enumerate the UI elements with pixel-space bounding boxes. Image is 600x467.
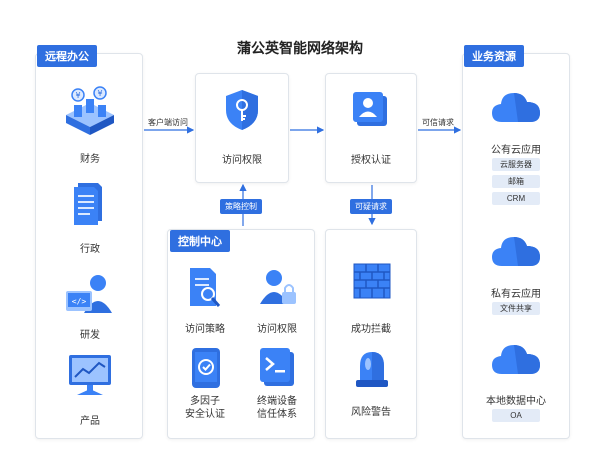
remote-item-label-admin: 行政	[80, 244, 100, 255]
developer-icon: </>	[66, 275, 112, 313]
edge-label-client-access: 客户端访问	[148, 118, 188, 127]
access-node-label: 访问权限	[222, 155, 262, 166]
business-tag: 业务资源	[464, 45, 524, 67]
cloud-icon	[492, 345, 540, 374]
business-label-public-cloud: 公有云应用	[491, 145, 541, 156]
control-item-label-access: 访问权限	[257, 324, 297, 335]
terminal-label-line2: 信任体系	[257, 409, 297, 420]
alarm-light-icon	[356, 352, 388, 387]
pill-mailbox: 邮箱	[492, 175, 540, 188]
business-label-local-dc: 本地数据中心	[486, 396, 546, 407]
monitor-chart-icon	[69, 355, 111, 395]
svg-text:</>: </>	[72, 297, 87, 306]
terminal-icon	[260, 348, 294, 386]
control-item-label-policy: 访问策略	[185, 324, 225, 335]
remote-item-label-rd: 研发	[80, 330, 100, 341]
edge-label-suspicious-request: 可疑请求	[350, 199, 392, 214]
finance-server-icon: ¥ ¥	[66, 86, 114, 135]
pill-crm: CRM	[492, 192, 540, 205]
cloud-icon	[492, 93, 540, 122]
control-item-label-terminal: 终端设备 信任体系	[248, 395, 306, 421]
firewall-icon	[353, 263, 391, 299]
user-lock-icon	[260, 270, 296, 304]
control-center-panel	[167, 229, 315, 439]
remote-office-tag: 远程办公	[37, 45, 97, 67]
remote-item-label-product: 产品	[80, 416, 100, 427]
mfa-phone-icon	[192, 348, 220, 388]
mfa-label-line2: 安全认证	[185, 409, 225, 420]
auth-node-label: 授权认证	[351, 155, 391, 166]
diagram-title: 蒲公英智能网络架构	[237, 40, 363, 56]
pill-oa: OA	[492, 409, 540, 422]
business-label-private-cloud: 私有云应用	[491, 289, 541, 300]
cloud-icon	[492, 237, 540, 266]
id-card-icon	[353, 92, 387, 126]
svg-text:¥: ¥	[97, 89, 102, 98]
mfa-label-line1: 多因子	[190, 396, 220, 407]
policy-doc-icon	[190, 268, 221, 307]
risk-item-label-warning: 风险警告	[351, 407, 391, 418]
shield-key-icon	[226, 90, 258, 130]
auth-node-panel	[325, 73, 417, 183]
edge-label-policy-control: 策略控制	[220, 199, 262, 214]
terminal-label-line1: 终端设备	[257, 396, 297, 407]
pill-cloud-server: 云服务器	[492, 158, 540, 171]
document-icon	[74, 183, 102, 225]
risk-item-label-blocked: 成功拦截	[351, 324, 391, 335]
control-center-tag: 控制中心	[170, 230, 230, 252]
control-item-label-mfa: 多因子 安全认证	[176, 395, 234, 421]
edge-label-trusted-request: 可信请求	[422, 118, 454, 127]
pill-file-share: 文件共享	[492, 302, 540, 315]
svg-text:¥: ¥	[75, 91, 80, 100]
remote-item-label-finance: 财务	[80, 154, 100, 165]
